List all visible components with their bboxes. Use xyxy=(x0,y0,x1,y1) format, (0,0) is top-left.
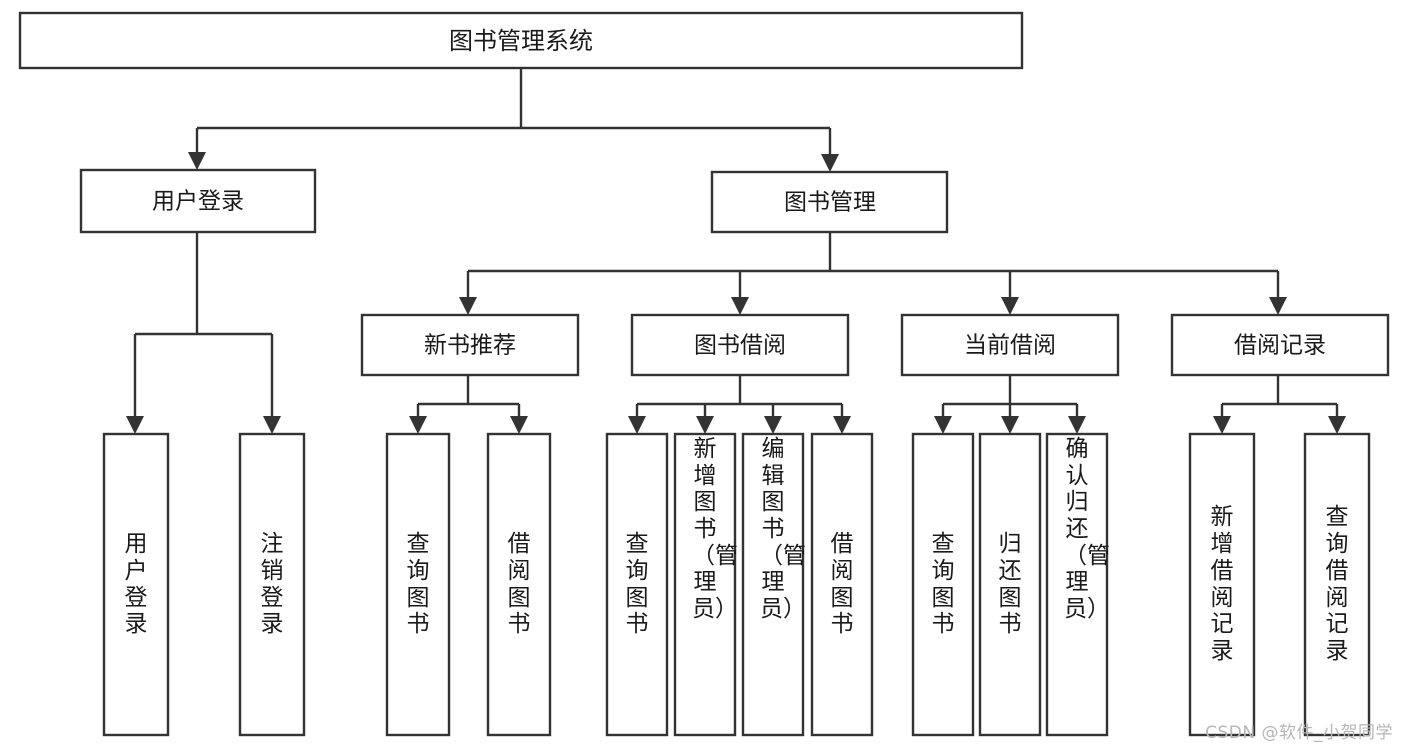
node-box-leaf-return-book[interactable] xyxy=(978,432,1042,737)
node-label-current-borrow: 当前借阅 xyxy=(964,333,1056,359)
node-box-leaf-edit-book[interactable] xyxy=(741,432,805,737)
arrow-br-to-leaf2 xyxy=(1328,416,1346,434)
arrow-bb-to-leaf4 xyxy=(833,416,851,434)
node-box-user-login[interactable] xyxy=(79,168,317,234)
node-box-leaf-borrow-book-1[interactable] xyxy=(486,432,552,737)
node-box-leaf-query-record[interactable] xyxy=(1303,432,1371,737)
connector-group-book-borrow xyxy=(628,375,851,434)
node-box-root[interactable] xyxy=(18,11,1024,70)
connector-group-new-book-rec xyxy=(409,375,528,434)
connector-group-borrow-record xyxy=(1213,375,1346,434)
arrow-bb-to-leaf3 xyxy=(764,416,782,434)
connector-group-user-login xyxy=(126,232,281,434)
node-box-leaf-borrow-book-2[interactable] xyxy=(810,432,874,737)
node-box-current-borrow[interactable] xyxy=(900,313,1120,377)
node-label-book-manage: 图书管理 xyxy=(784,190,876,216)
connector-group-current-borrow xyxy=(934,375,1086,434)
arrow-root-to-book-manage xyxy=(821,154,839,172)
node-box-leaf-add-book[interactable] xyxy=(673,432,737,737)
node-label-book-borrow: 图书借阅 xyxy=(694,333,786,359)
arrow-bm-to-book-borrow xyxy=(731,297,749,315)
csdn-watermark: CSDN @软件_小贺同学 xyxy=(1205,723,1393,743)
arrow-br-to-leaf1 xyxy=(1213,416,1231,434)
node-box-leaf-logout[interactable] xyxy=(238,432,306,737)
connector-group-book-manage xyxy=(459,232,1287,315)
node-box-leaf-add-record[interactable] xyxy=(1188,432,1256,737)
arrow-bb-to-leaf2 xyxy=(696,416,714,434)
node-box-borrow-record[interactable] xyxy=(1170,313,1390,377)
node-label-borrow-record: 借阅记录 xyxy=(1234,333,1326,359)
node-box-leaf-query-book-1[interactable] xyxy=(385,432,451,737)
node-box-leaf-user-login[interactable] xyxy=(102,432,170,737)
arrow-nbr-to-leaf2 xyxy=(510,416,528,434)
arrow-user-login-to-leaf1 xyxy=(126,416,144,434)
arrow-bm-to-new-book xyxy=(459,297,477,315)
arrow-root-to-user-login xyxy=(188,152,206,170)
arrow-user-login-to-leaf2 xyxy=(263,416,281,434)
arrow-bm-to-borrow-record xyxy=(1269,297,1287,315)
node-box-leaf-query-book-2[interactable] xyxy=(605,432,669,737)
node-box-book-manage[interactable] xyxy=(710,170,949,234)
arrow-cb-to-leaf1 xyxy=(934,416,952,434)
node-label-root: 图书管理系统 xyxy=(449,27,593,55)
node-box-leaf-query-book-3[interactable] xyxy=(911,432,975,737)
node-box-book-borrow[interactable] xyxy=(630,313,850,377)
arrow-cb-to-leaf3 xyxy=(1068,416,1086,434)
arrow-cb-to-leaf2 xyxy=(1001,416,1019,434)
node-box-leaf-confirm-return[interactable] xyxy=(1045,432,1109,737)
arrow-nbr-to-leaf1 xyxy=(409,416,427,434)
node-label-user-login: 用户登录 xyxy=(152,189,244,215)
node-label-new-book-rec: 新书推荐 xyxy=(424,333,516,359)
arrow-bb-to-leaf1 xyxy=(628,416,646,434)
arrow-bm-to-current-borrow xyxy=(1001,297,1019,315)
node-box-new-book-rec[interactable] xyxy=(360,313,580,377)
connector-group-root xyxy=(188,68,839,172)
